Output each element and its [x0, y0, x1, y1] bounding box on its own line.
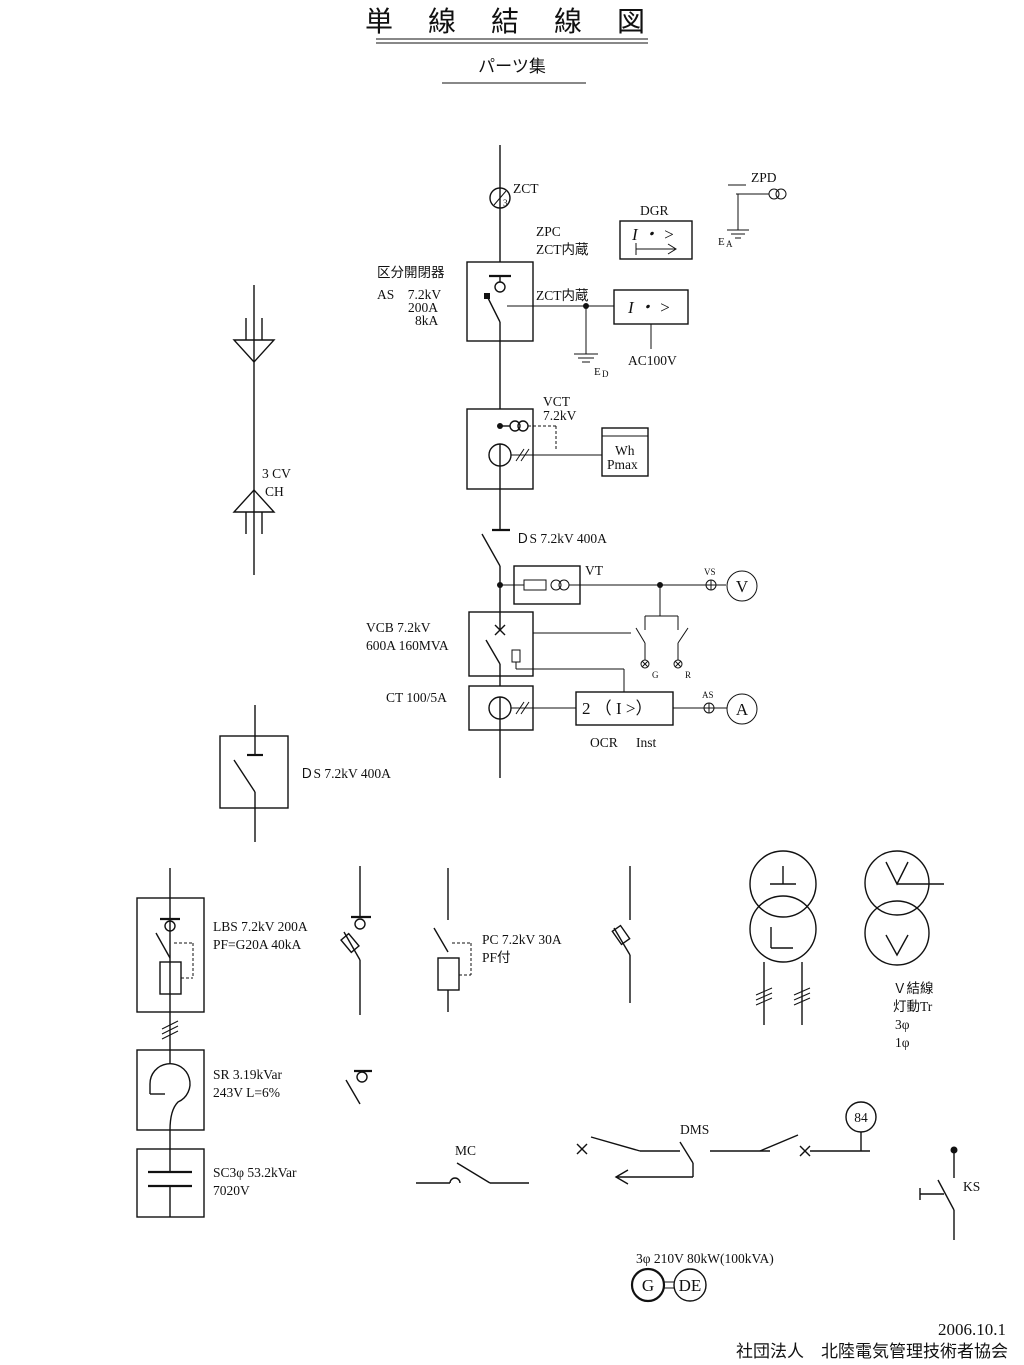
voltmeter-label: V: [736, 577, 749, 596]
ac100-label: AC100V: [628, 353, 677, 368]
sc-label-2: 7020V: [213, 1183, 250, 1198]
sr-label-2: 243V L=6%: [213, 1085, 280, 1100]
vt-label: VT: [585, 563, 604, 578]
wh-label: Wh: [615, 443, 635, 458]
pmax-label: Pmax: [607, 457, 638, 472]
ea-label: E: [718, 236, 725, 248]
transformer-symbol: [749, 850, 817, 1025]
ks-label: KS: [963, 1179, 980, 1194]
ed-sub: D: [602, 369, 609, 379]
as-meter-label: AS: [702, 690, 714, 700]
cable-label-1: 3 CV: [262, 466, 291, 481]
vcb-box: [468, 611, 534, 677]
device-84-label: 84: [854, 1110, 868, 1125]
vtr-label-4: 1φ: [895, 1035, 910, 1050]
cable-label-2: CH: [265, 484, 284, 499]
pc-label-2: PF付: [482, 950, 511, 965]
zpc-label: ZPC: [536, 224, 561, 239]
sr-label-1: SR 3.19kVar: [213, 1067, 283, 1082]
small-switch-symbol: [345, 1069, 372, 1105]
wh-meter-box: [601, 427, 649, 477]
date-label: 2006.10.1: [938, 1320, 1006, 1339]
zct-symbol: [489, 187, 511, 209]
generator-label: 3φ 210V 80kW(100kVA): [636, 1251, 774, 1266]
as-label-2: 200A: [408, 300, 438, 315]
vtr-label-3: 3φ: [895, 1017, 910, 1032]
ammeter: [726, 693, 758, 725]
ground-relay-text: I ・ >: [627, 298, 671, 317]
device-84-circle: [845, 1101, 877, 1133]
vcb-label-1: VCB 7.2kV: [366, 620, 431, 635]
vs-label: VS: [704, 567, 716, 577]
ct-label: CT 100/5A: [386, 690, 447, 705]
dgr-label: DGR: [640, 203, 669, 218]
zct-label: ZCT: [513, 181, 539, 196]
ed-label: E: [594, 366, 601, 378]
main-trunk: 3 ZCT E D 区分開閉器 AS 7.2kV 200A 8kA ZCT内蔵 …: [366, 145, 787, 778]
ds-main-label: ＤS 7.2kV 400A: [516, 531, 607, 546]
ocr-relay-text: 2 （ I >）: [582, 699, 653, 718]
ds2-label: ＤS 7.2kV 400A: [300, 766, 391, 781]
dms-symbol: DMS 84: [576, 1101, 877, 1185]
inst-label: Inst: [636, 735, 656, 750]
cable-head-symbol: 3 CV CH: [232, 285, 291, 575]
as-label-3: 8kA: [415, 313, 439, 328]
vct-label-2: 7.2kV: [543, 408, 577, 423]
ds-standalone: ＤS 7.2kV 400A: [219, 705, 391, 842]
zct-builtin-label-2: ZCT内蔵: [536, 288, 589, 303]
v-connection-transformer: Ｖ結線 灯動Tr 3φ 1φ: [864, 850, 944, 1050]
generator-symbol: 3φ 210V 80kW(100kVA) G DE: [630, 1251, 774, 1303]
voltmeter: [726, 570, 758, 602]
vcb-label-2: 600A 160MVA: [366, 638, 449, 653]
pc-switch-symbol: PC 7.2kV 30A PF付: [433, 868, 562, 1012]
as-label-1: AS 7.2kV: [377, 287, 441, 302]
vtr-label-2: 灯動Tr: [893, 999, 933, 1014]
vtr-label-1: Ｖ結線: [893, 981, 934, 996]
dms-label: DMS: [680, 1122, 709, 1137]
generator-g: G: [642, 1276, 654, 1295]
page-subtitle: パーツ集: [478, 57, 546, 76]
title-block: 単 線 結 線 図 パーツ集: [365, 6, 659, 84]
page-title: 単 線 結 線 図: [365, 6, 659, 38]
dgr-box: [619, 220, 693, 260]
generator-de: DE: [679, 1276, 702, 1295]
lbs-loose-symbol: [340, 866, 371, 1015]
mc-label: MC: [455, 1143, 476, 1158]
kubun-label: 区分開閉器: [377, 265, 445, 280]
ea-sub: A: [726, 239, 733, 249]
sc-label-1: SC3φ 53.2kVar: [213, 1165, 297, 1180]
lbs-box: [136, 897, 205, 1013]
ocr-label: OCR: [590, 735, 618, 750]
pc-label-1: PC 7.2kV 30A: [482, 932, 562, 947]
dgr-text: I ・ >: [631, 225, 675, 244]
zpd-label: ZPD: [751, 170, 777, 185]
ks-switch-symbol: KS: [919, 1146, 980, 1240]
ammeter-label: A: [736, 700, 749, 719]
organization-label: 社団法人 北陸電気管理技術者協会: [736, 1342, 1008, 1361]
zct-builtin-label-1: ZCT内蔵: [536, 242, 589, 257]
vct-label-1: VCT: [543, 394, 571, 409]
lbs-label-2: PF=G20A 40kA: [213, 937, 302, 952]
lbs-label-1: LBS 7.2kV 200A: [213, 919, 308, 934]
pc-loose-symbol: [611, 866, 631, 1003]
lamp-g-label: G: [652, 670, 659, 680]
svg-text:3: 3: [503, 198, 508, 208]
lbs-sr-sc-group: LBS 7.2kV 200A PF=G20A 40kA SR 3.19kVar …: [136, 868, 308, 1218]
lamp-r-label: R: [685, 670, 691, 680]
mc-contact-symbol: MC: [416, 1143, 529, 1184]
